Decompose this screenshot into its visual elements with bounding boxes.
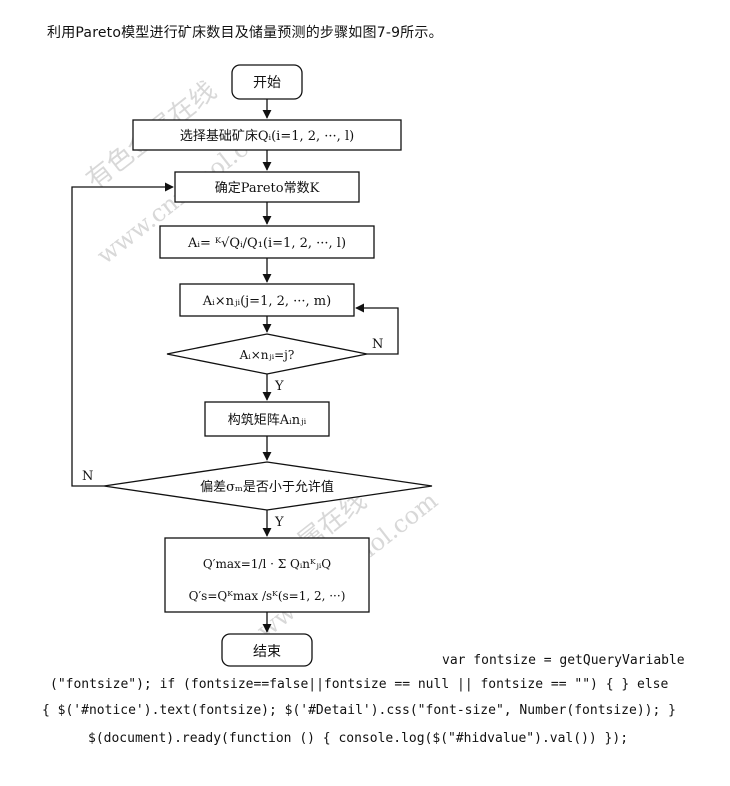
select-deposit-box xyxy=(132,119,402,151)
arrow-decision2-no-loop xyxy=(71,182,174,487)
code-line-3: { $('#notice').text(fontsize); $('#Detai… xyxy=(42,703,676,718)
step3-label: Aᵢ= ᴷ√Qᵢ/Q₁(i=1, 2, ···, l) xyxy=(187,236,346,251)
decision2-label: 偏差σₘ是否小于允许值 xyxy=(200,479,334,495)
pareto-constant-box xyxy=(174,171,360,203)
qmax-formula-box xyxy=(164,537,370,613)
end-terminal xyxy=(221,633,313,667)
ai-nji-box xyxy=(179,283,355,317)
step5-label: 构筑矩阵Aᵢnⱼᵢ xyxy=(228,412,307,428)
arrow-decision1-no-loop xyxy=(355,303,399,355)
step2-label: 确定Pareto常数K xyxy=(215,181,320,196)
decision1-yes-label: Y xyxy=(274,379,284,394)
intro-paragraph: 利用Pareto模型进行矿床数目及储量预测的步骤如图7-9所示。 xyxy=(47,25,443,41)
step6-line2-label: Q′s=Qᴷmax /sᴷ(s=1, 2, ···) xyxy=(189,589,346,603)
ai-formula-box xyxy=(159,225,375,259)
code-line-4: $(document).ready(function () { console.… xyxy=(88,731,629,746)
end-label: 结束 xyxy=(253,644,281,660)
code-line-2: ("fontsize"); if (fontsize==false||fonts… xyxy=(50,677,669,692)
code-line-1: var fontsize = getQueryVariable xyxy=(442,653,685,668)
step6-line1-label: Q′max=1/l · Σ QᵢnᴷⱼᵢQ xyxy=(203,557,331,571)
step4-label: Aᵢ×nⱼᵢ(j=1, 2, ···, m) xyxy=(202,294,331,309)
decision1-label: Aᵢ×nⱼᵢ=j? xyxy=(239,348,295,362)
decision2-no-label: N xyxy=(82,469,93,484)
decision1-no-label: N xyxy=(372,337,383,352)
step1-label: 选择基础矿床Qᵢ(i=1, 2, ···, l) xyxy=(180,129,354,144)
decision2-yes-label: Y xyxy=(274,515,284,530)
start-label: 开始 xyxy=(253,75,281,91)
